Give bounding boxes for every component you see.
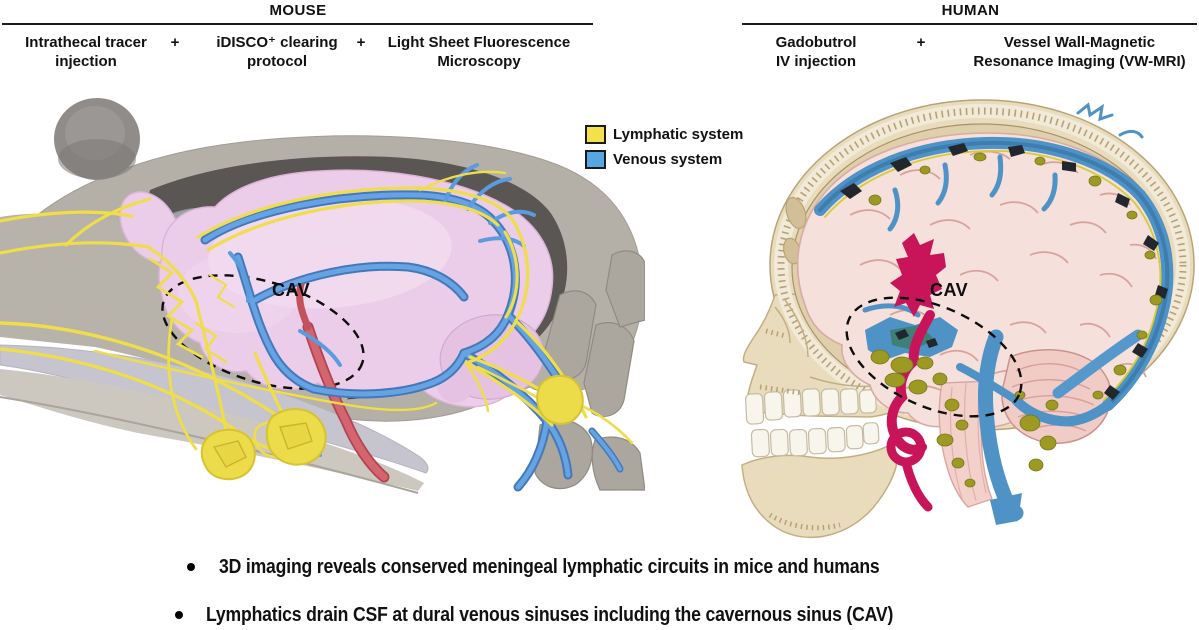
- human-title: HUMAN: [941, 2, 1000, 19]
- human-skull-spongy-dots: [777, 107, 1187, 423]
- mouse-step-2: iDISCO⁺ clearing protocol: [216, 34, 338, 70]
- mouse-plus-2: +: [356, 34, 366, 51]
- human-header-underline: [742, 23, 1197, 25]
- mouse-illustration: [0, 98, 645, 494]
- human-frontal-sinus-upper: [785, 196, 807, 230]
- key-point-2: Lymphatics drain CSF at dural venous sin…: [175, 604, 987, 627]
- key-point-1-text: 3D imaging reveals conserved meningeal l…: [219, 556, 880, 578]
- human-cav-outline: [845, 296, 1023, 418]
- legend: Lymphatic system Venous system: [585, 122, 743, 171]
- legend-row-lymphatic: Lymphatic system: [585, 122, 743, 146]
- mouse-jaw-line: [0, 396, 419, 494]
- mouse-method-header: MOUSE Intrathecal tracer injection + iDI…: [0, 0, 596, 70]
- human-plus-1: +: [916, 34, 926, 51]
- mouse-title: MOUSE: [269, 2, 327, 19]
- legend-label-venous: Venous system: [613, 150, 723, 168]
- legend-row-venous: Venous system: [585, 147, 743, 171]
- mouse-plus-1: +: [170, 34, 180, 51]
- legend-label-lymphatic: Lymphatic system: [613, 125, 744, 143]
- mouse-header-underline: [2, 23, 593, 25]
- human-mandible: [741, 444, 898, 539]
- key-point-2-text: Lymphatics drain CSF at dural venous sin…: [206, 604, 894, 626]
- mouse-jaw-band-lower: [0, 369, 424, 491]
- mouse-brain-highlight-2: [178, 253, 298, 333]
- human-lymphatics-olive: [868, 152, 1163, 488]
- key-point-1: 3D imaging reveals conserved meningeal l…: [187, 556, 970, 579]
- human-jugular-vein: [978, 329, 1024, 525]
- human-method-header: HUMAN Gadobutrol IV injection + Vessel W…: [742, 0, 1199, 70]
- human-method-steps: Gadobutrol IV injection + Vessel Wall-Ma…: [742, 33, 1199, 77]
- lymphatic-color-swatch: [585, 124, 606, 144]
- human-dural-patches: [840, 143, 1168, 400]
- venous-color-swatch: [585, 149, 606, 169]
- human-carotid-artery: [886, 233, 946, 512]
- bullet-dot: [187, 563, 195, 571]
- human-bone-texture: [759, 328, 841, 531]
- mouse-method-steps: Intrathecal tracer injection + iDISCO⁺ c…: [0, 33, 596, 77]
- human-cav-label: CAV: [930, 280, 969, 300]
- mouse-step-3: Light Sheet Fluorescence Microscopy: [387, 34, 571, 70]
- mouse-ear-shadow: [58, 139, 136, 179]
- human-teeth: [744, 388, 880, 458]
- human-step-2: Vessel Wall-Magnetic Resonance Imaging (…: [973, 34, 1186, 70]
- bullet-dot: [175, 611, 183, 619]
- human-step-1: Gadobutrol IV injection: [775, 34, 857, 70]
- human-illustration: [741, 99, 1195, 539]
- mouse-lymph-nodes: [200, 374, 584, 481]
- mouse-cav-label: CAV: [272, 280, 311, 300]
- mouse-step-1: Intrathecal tracer injection: [25, 34, 147, 70]
